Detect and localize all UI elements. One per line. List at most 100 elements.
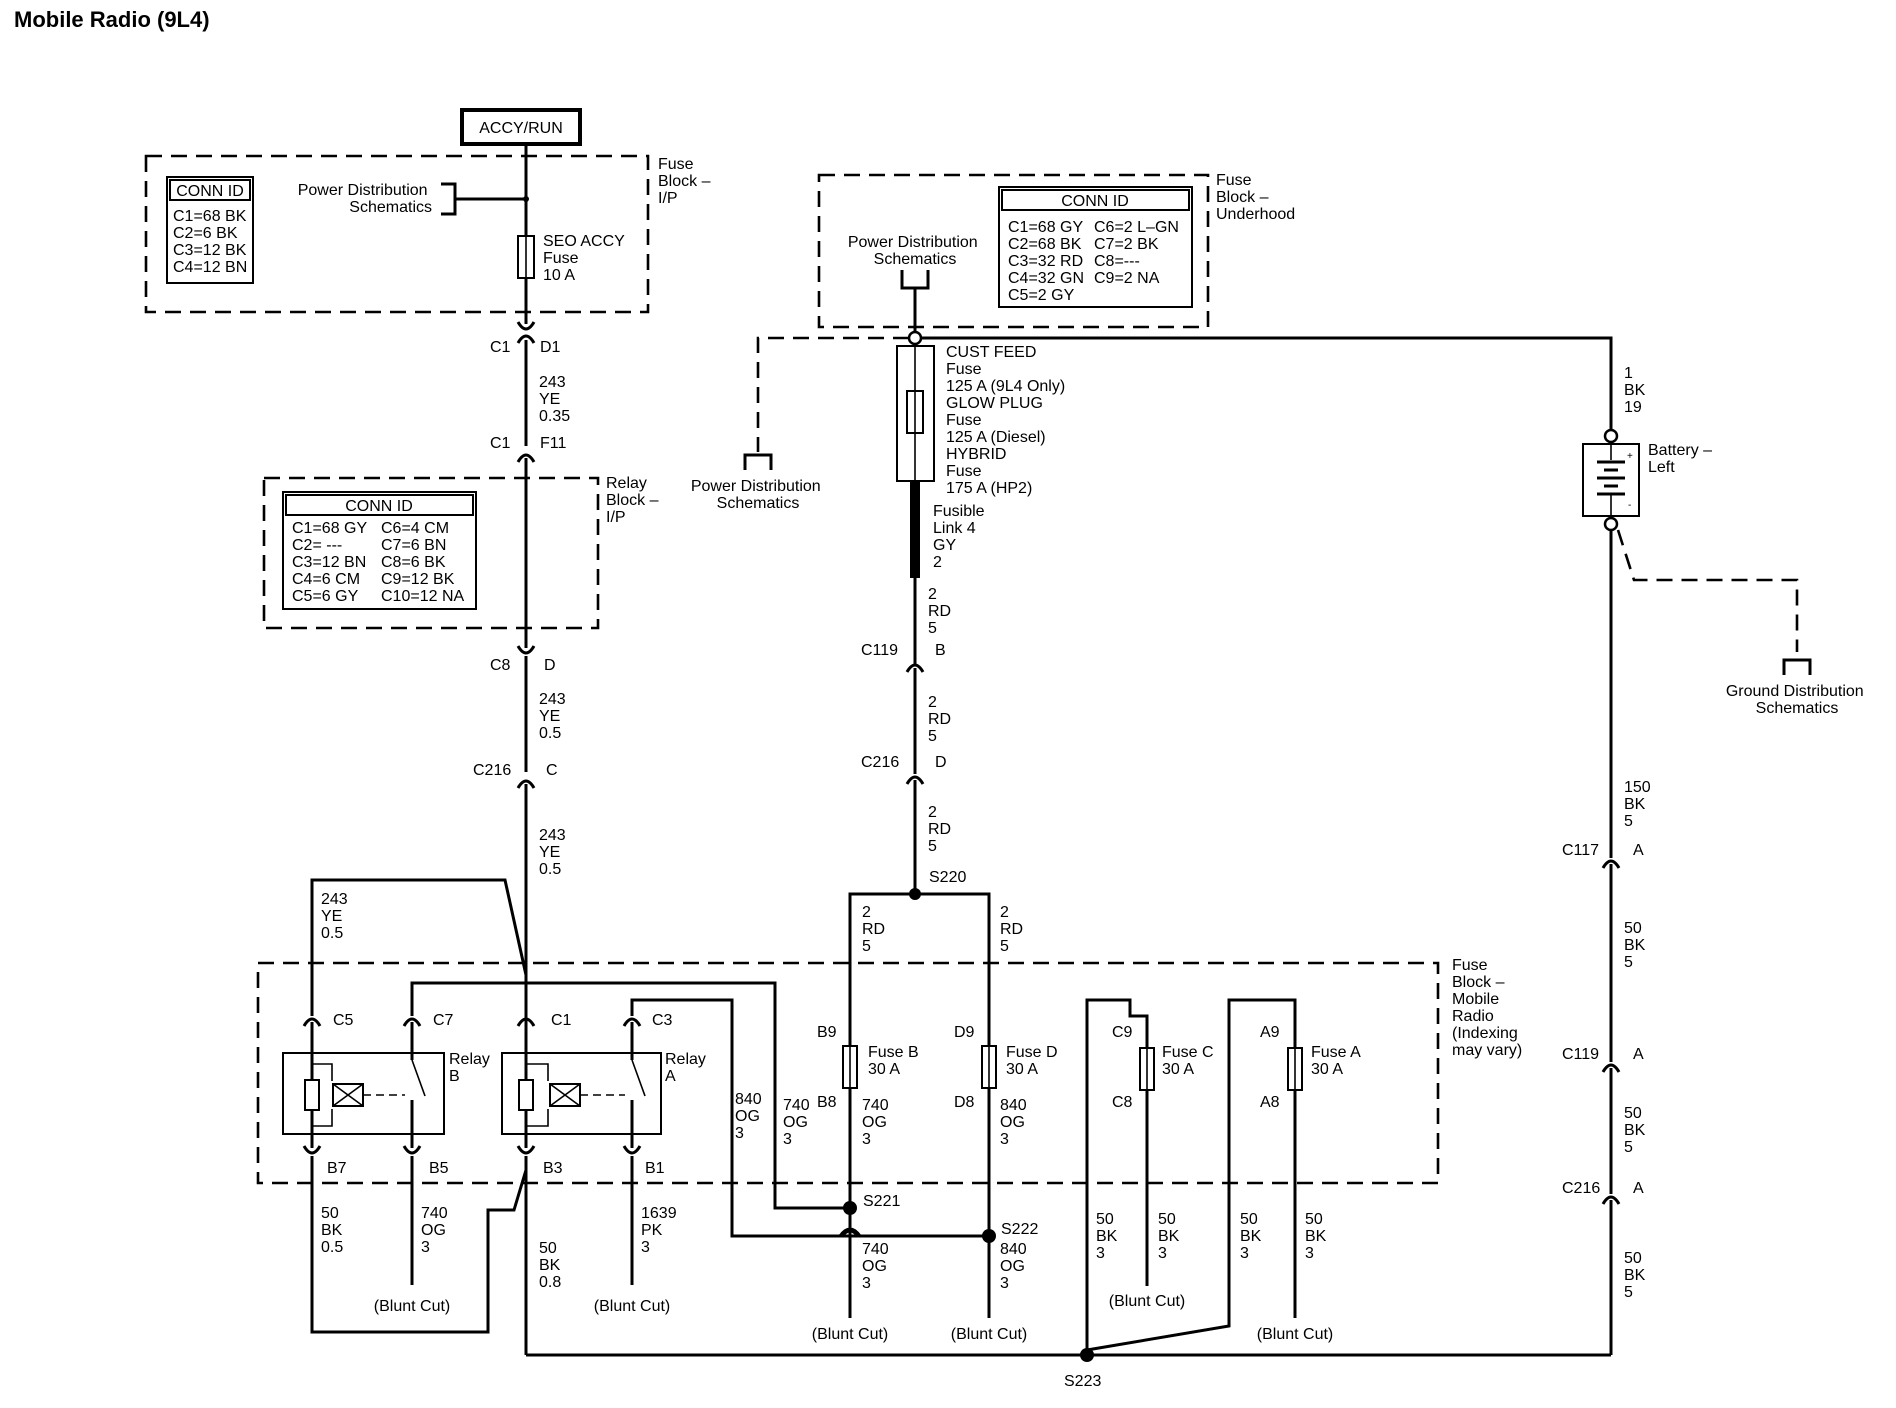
wire-150-bk-5: 150 BK 5 (1624, 779, 1655, 830)
wire-50-bk-3-b: 50 BK 3 (1158, 1211, 1184, 1262)
power-distribution-ref-ip: Power Distribution Schematics (298, 182, 432, 216)
pin-c3: C3 (622, 1012, 673, 1029)
wire-1639-pk-3: 1639 PK 3 (641, 1205, 681, 1256)
fuse-block-underhood-outline (817, 173, 1210, 329)
wire-2-rd-5-c: 2 RD 5 (928, 804, 956, 855)
pin-c5: C5 (302, 1012, 354, 1029)
connector-c119-b: C119 (861, 642, 898, 659)
wire-840-og-3-fuse-d: 840 OG 3 (1000, 1097, 1031, 1148)
wire-50-bk-5-a: 50 BK 5 (1624, 920, 1650, 971)
connector-c117-a: C117 (1562, 842, 1599, 859)
pin-d8: D8 (954, 1094, 975, 1111)
wire-50-bk-3-d: 50 BK 3 (1305, 1211, 1331, 1262)
wire-740-og-3-b5: 740 OG 3 (421, 1205, 452, 1256)
wire-2-rd-5-right: 2 RD 5 (1000, 904, 1028, 955)
splice-s221-label: S221 (863, 1193, 900, 1210)
power-distribution-ref-underhood: Power Distribution Schematics (848, 234, 982, 268)
ground-distribution-ref: Ground Distribution Schematics (1726, 683, 1868, 717)
relay-a-switch (631, 1059, 646, 1097)
splice-s222 (982, 1229, 996, 1243)
svg-text:C3: C3 (652, 1012, 673, 1029)
connector-c119-a: C119 (1562, 1046, 1599, 1063)
relay-block-ip-label: Relay Block – I/P (606, 475, 663, 526)
wire-50-bk-08: 50 BK 0.8 (539, 1240, 565, 1291)
fuse-block-ip-label: Fuse Block – I/P (658, 156, 715, 207)
pin-f11: F11 (540, 435, 566, 452)
pin-c8: C8 (1112, 1094, 1133, 1111)
wire-243-ye-05-a: 243 YE 0.5 (539, 691, 570, 742)
splice-s223-label: S223 (1064, 1373, 1101, 1390)
seo-accy-fuse-label: SEO ACCY Fuse 10 A (543, 233, 629, 284)
splice-s223 (1080, 1348, 1094, 1362)
wire-740-og-3-fuse-b: 740 OG 3 (862, 1097, 893, 1148)
pin-a9: A9 (1260, 1024, 1280, 1041)
connector-c1-b: C1 (490, 435, 511, 452)
fuse-block-mobile-radio-outline (256, 961, 1440, 1185)
blunt-cut-s222: (Blunt Cut) (951, 1326, 1027, 1343)
wire-243-ye-05-c: 243 YE 0.5 (321, 891, 352, 942)
pin-b5: B5 (402, 1145, 449, 1177)
splice-s220-label: S220 (929, 869, 966, 886)
blunt-cut-c8: (Blunt Cut) (1109, 1293, 1185, 1310)
pin-d1: D1 (540, 339, 561, 356)
conn-id-title-underhood: CONN ID (1061, 193, 1129, 210)
pin-a-c216: A (1633, 1180, 1644, 1197)
pin-d: D (544, 657, 556, 674)
conn-id-list-underhood-right: C6=2 L–GN C7=2 BK C8=--- C9=2 NA (1094, 219, 1183, 287)
connector-c216-a: C216 (1562, 1180, 1600, 1197)
wire-840-og-3-left: 840 OG 3 (735, 1091, 766, 1142)
fuse-d-label: Fuse D 30 A (1006, 1044, 1062, 1078)
wire-50-bk-5-b: 50 BK 5 (1624, 1105, 1650, 1156)
pin-b8: B8 (817, 1094, 837, 1111)
conn-id-title-relay: CONN ID (345, 498, 413, 515)
conn-id-list-ip: C1=68 BK C2=6 BK C3=12 BK C4=12 BN (173, 208, 251, 276)
conn-id-title: CONN ID (176, 183, 244, 200)
wire-2-rd-5-b: 2 RD 5 (928, 694, 956, 745)
wire-50-bk-05: 50 BK 0.5 (321, 1205, 347, 1256)
fusible-link-label: Fusible Link 4 GY 2 (933, 503, 989, 571)
accy-run-box (460, 108, 582, 146)
fuse-block-mobile-radio-label: Fuse Block – Mobile Radio (Indexing may … (1452, 957, 1522, 1059)
pin-a-c117: A (1633, 842, 1644, 859)
wire-243-ye-035: 243 YE 0.35 (539, 374, 570, 425)
conn-id-list-relay-left: C1=68 GY C2= --- C3=12 BN C4=6 CM C5=6 G… (292, 520, 371, 605)
pin-b9: B9 (817, 1024, 837, 1041)
connector-c8: C8 (490, 657, 511, 674)
wire-243-ye-05-b: 243 YE 0.5 (539, 827, 570, 878)
conn-id-list-relay-right: C6=4 CM C7=6 BN C8=6 BK C9=12 BK C10=12 … (381, 520, 464, 605)
relay-b-label: Relay B (449, 1051, 494, 1085)
fuse-c-label: Fuse C 30 A (1162, 1044, 1218, 1078)
pin-c7: C7 (402, 1012, 454, 1029)
pin-b: B (935, 642, 946, 659)
wire-740-og-3-s221: 740 OG 3 (862, 1241, 893, 1292)
svg-text:C7: C7 (433, 1012, 454, 1029)
pin-a-c119: A (1633, 1046, 1644, 1063)
conn-id-list-underhood-left: C1=68 GY C2=68 BK C3=32 RD C4=32 GN C5=2… (1008, 219, 1089, 304)
wire-50-bk-5-c: 50 BK 5 (1624, 1250, 1650, 1301)
accy-run-label: ACCY/RUN (479, 120, 563, 137)
relay-a-label: Relay A (665, 1051, 710, 1085)
blunt-cut-b1: (Blunt Cut) (594, 1298, 670, 1315)
wire-2-rd-5-a: 2 RD 5 (928, 586, 956, 637)
fuse-block-ip-outline (144, 154, 650, 314)
pin-b3: B3 (516, 1145, 563, 1177)
connector-c216-c: C216 (473, 762, 511, 779)
power-distribution-ref-side: Power Distribution Schematics (691, 478, 825, 512)
fuse-b-label: Fuse B 30 A (868, 1044, 923, 1078)
blunt-cut-b5: (Blunt Cut) (374, 1298, 450, 1315)
wire-1-bk-19: 1 BK 19 (1624, 365, 1650, 416)
blunt-cut-a8: (Blunt Cut) (1257, 1326, 1333, 1343)
wire-2-rd-5-left: 2 RD 5 (862, 904, 890, 955)
svg-text:B3: B3 (543, 1160, 563, 1177)
wire-50-bk-3-a: 50 BK 3 (1096, 1211, 1122, 1262)
pin-b1: B1 (622, 1145, 665, 1177)
svg-text:B1: B1 (645, 1160, 665, 1177)
page-title: Mobile Radio (9L4) (14, 7, 210, 32)
cust-feed-fuse-label: CUST FEED Fuse 125 A (9L4 Only) GLOW PLU… (946, 344, 1070, 497)
battery-plus-icon: + (1627, 451, 1633, 462)
pin-c9: C9 (1112, 1024, 1133, 1041)
pin-d-c216: D (935, 754, 947, 771)
pin-a8: A8 (1260, 1094, 1280, 1111)
splice-s221 (843, 1201, 857, 1215)
